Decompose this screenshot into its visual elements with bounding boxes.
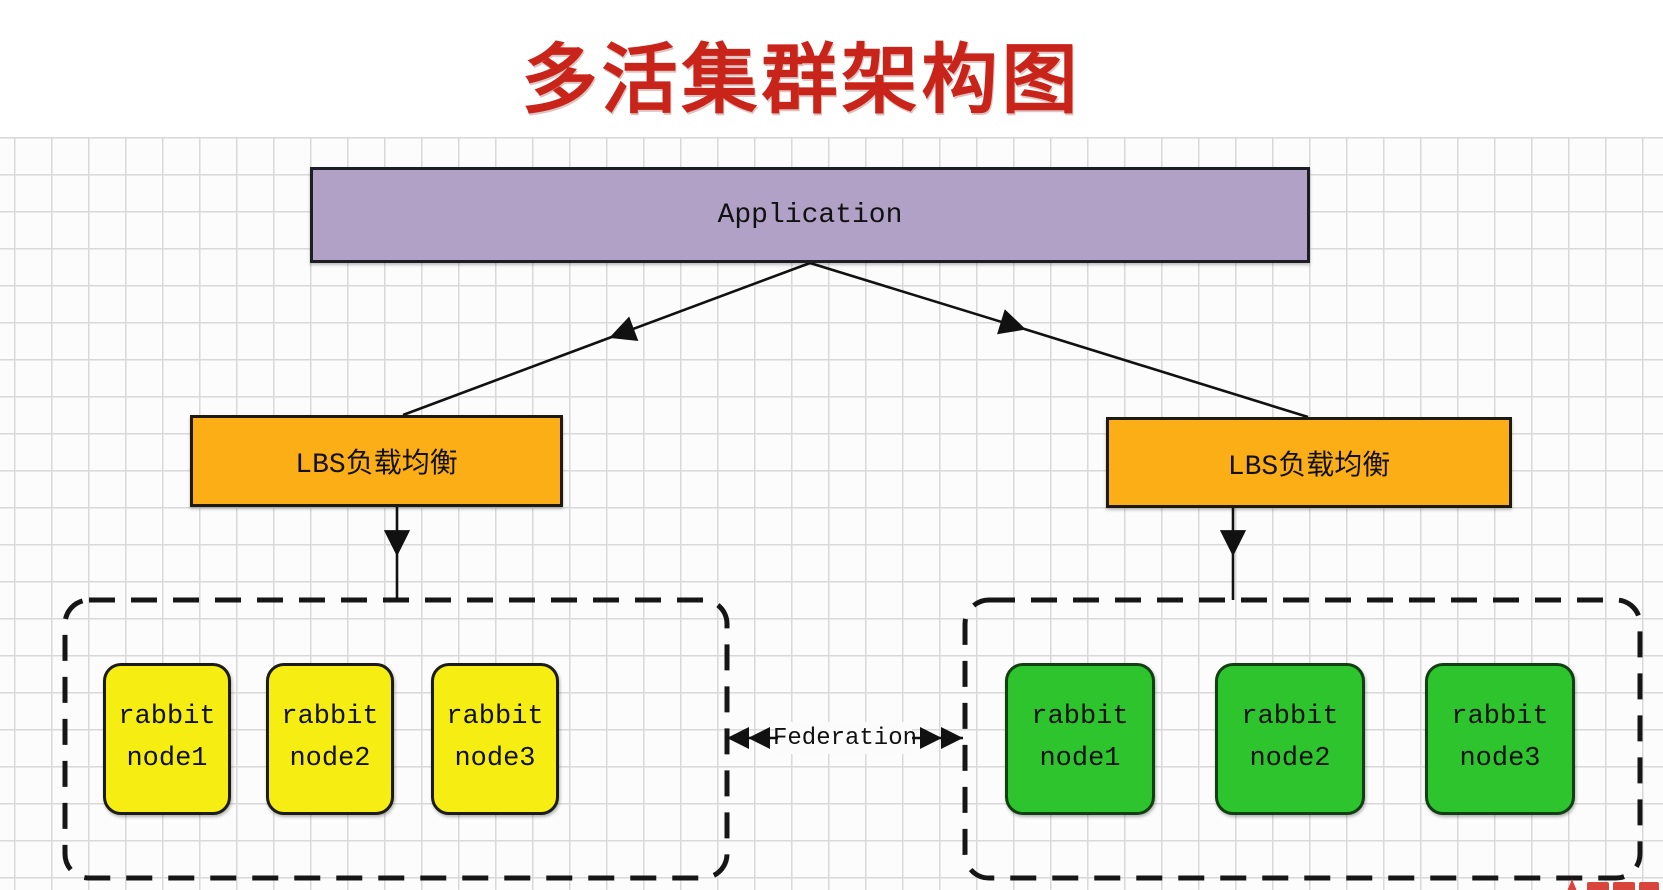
node-name: rabbit <box>118 702 216 733</box>
page-title: 多活集群架构图 <box>521 38 1082 123</box>
node-name: rabbit <box>281 702 379 733</box>
federation-right-arrowhead-icon <box>920 727 942 749</box>
application-label: Application <box>717 199 903 231</box>
application-box: Application <box>310 167 1310 263</box>
rabbit-node-right-2: rabbit node2 <box>1215 663 1365 815</box>
load-balancer-right-box: LBS负载均衡 <box>1106 417 1512 508</box>
node-name: rabbit <box>1241 702 1339 733</box>
node-id: node1 <box>126 744 208 774</box>
node-name: rabbit <box>446 702 544 733</box>
node-id: node3 <box>454 744 536 774</box>
load-balancer-right-label: LBS负载均衡 <box>1227 451 1391 483</box>
load-balancer-left-label: LBS负载均衡 <box>295 450 458 481</box>
rabbit-node-right-3: rabbit node3 <box>1425 663 1575 815</box>
rabbit-node-left-1: rabbit node1 <box>103 663 231 815</box>
watermark-logo-icon <box>1563 877 1663 890</box>
watermark-triangle-icon <box>1563 879 1581 890</box>
load-balancer-left-box: LBS负载均衡 <box>190 415 563 507</box>
connector-app-to-lbs-left <box>402 261 811 417</box>
federation-left-arrowhead-icon <box>727 727 749 749</box>
node-id: node2 <box>289 744 371 774</box>
cluster-right-boundary <box>962 597 1643 881</box>
node-id: node3 <box>1459 744 1541 774</box>
rabbit-node-right-1: rabbit node1 <box>1005 663 1155 815</box>
federation-right-arrowhead-icon <box>941 727 963 749</box>
federation-label: Federation <box>773 722 917 754</box>
node-name: rabbit <box>1031 702 1129 733</box>
connector-app-to-lbs-right <box>809 261 1309 419</box>
rabbit-node-left-2: rabbit node2 <box>266 663 394 815</box>
rabbit-node-left-3: rabbit node3 <box>431 663 559 815</box>
node-id: node1 <box>1039 744 1121 774</box>
federation-left-arrowhead-icon <box>748 727 770 749</box>
node-id: node2 <box>1249 744 1331 774</box>
node-name: rabbit <box>1451 702 1549 733</box>
